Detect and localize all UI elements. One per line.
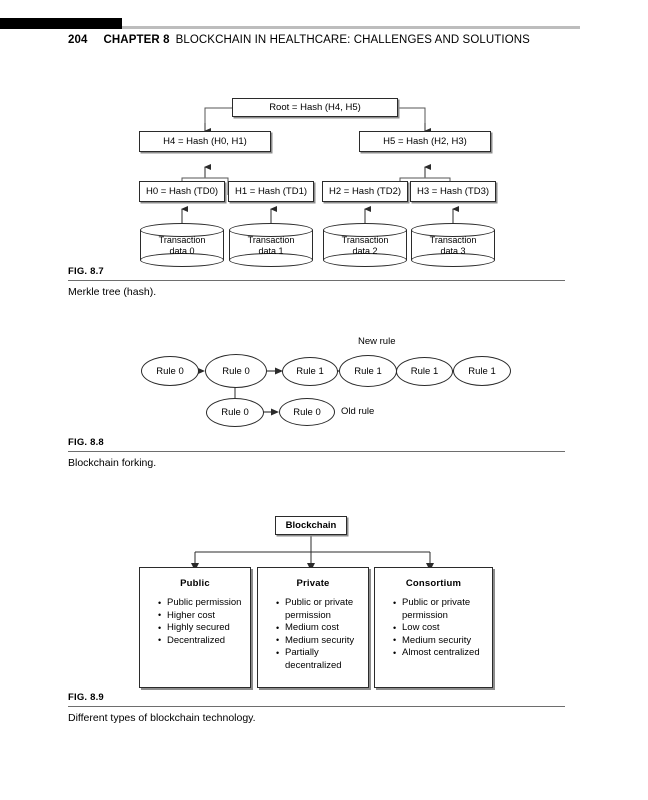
type-card-consortium-title: Consortium xyxy=(405,578,462,589)
cylinder-top-ellipse xyxy=(411,223,495,237)
cylinder-bottom-ellipse xyxy=(411,253,495,267)
transaction-data-cylinder-2: Transaction data 2 xyxy=(323,223,409,267)
list-item: Public or private permission xyxy=(393,596,486,622)
figure-8-8-caption-text: Blockchain forking. xyxy=(68,457,157,469)
merkle-leaf-h1-label: H1 = Hash (TD1) xyxy=(234,186,308,197)
list-item: Medium cost xyxy=(276,622,362,635)
cylinder-label-line2: data 0 xyxy=(169,246,195,256)
transaction-data-cylinder-1: Transaction data 1 xyxy=(229,223,315,267)
fork-main-node-5-label: Rule 1 xyxy=(468,365,496,377)
figure-8-9-caption-rule xyxy=(68,706,565,707)
running-head-black-bar xyxy=(0,18,122,29)
cylinder-bottom-ellipse xyxy=(323,253,407,267)
list-item: Public permission xyxy=(158,597,244,610)
figure-8-9-caption: FIG. 8.9 Different types of blockchain t… xyxy=(68,692,568,725)
cylinder-label-line1: Transaction xyxy=(247,235,295,245)
figure-8-8-artwork: Rule 0 Rule 0 Rule 1 Rule 1 Rule 1 Rule … xyxy=(0,330,648,435)
cylinder-label-line2: data 2 xyxy=(352,246,378,256)
blockchain-root-label: Blockchain xyxy=(285,520,337,531)
merkle-leaf-h0: H0 = Hash (TD0) xyxy=(139,181,225,202)
merkle-leaf-h1: H1 = Hash (TD1) xyxy=(228,181,314,202)
blockchain-root-box: Blockchain xyxy=(275,516,347,535)
fork-main-node-4: Rule 1 xyxy=(396,357,453,386)
figure-8-8-number: FIG. 8.8 xyxy=(68,437,104,448)
figure-8-7-caption-rule xyxy=(68,280,565,281)
merkle-leaf-h3: H3 = Hash (TD3) xyxy=(410,181,496,202)
chapter-title: BLOCKCHAIN IN HEALTHCARE: CHALLENGES AND… xyxy=(175,34,530,46)
list-item: Highly secured xyxy=(158,622,244,635)
type-card-public: Public Public permission Higher cost Hig… xyxy=(139,567,251,688)
type-card-public-title: Public xyxy=(180,578,210,589)
merkle-node-h5-label: H5 = Hash (H2, H3) xyxy=(383,136,467,147)
figure-8-9-number: FIG. 8.9 xyxy=(68,692,104,703)
cylinder-top-ellipse xyxy=(229,223,313,237)
fork-branch-node-1-label: Rule 0 xyxy=(293,406,321,418)
figure-8-7-artwork: Root = Hash (H4, H5) H4 = Hash (H0, H1) … xyxy=(0,85,648,267)
list-item: Public or private permission xyxy=(276,596,362,622)
merkle-node-h4-label: H4 = Hash (H0, H1) xyxy=(163,136,247,147)
list-item: Medium security xyxy=(393,634,486,648)
fork-main-node-1: Rule 0 xyxy=(205,354,267,388)
cylinder-top-ellipse xyxy=(323,223,407,237)
cylinder-bottom-ellipse xyxy=(229,253,313,267)
cylinder-label-line1: Transaction xyxy=(429,235,477,245)
merkle-leaf-h2-label: H2 = Hash (TD2) xyxy=(328,186,402,197)
merkle-node-h4: H4 = Hash (H0, H1) xyxy=(139,131,271,152)
page-number: 204 xyxy=(68,34,88,46)
merkle-leaf-h0-label: H0 = Hash (TD0) xyxy=(145,186,219,197)
type-card-private-list: Public or private permission Medium cost… xyxy=(258,596,368,673)
cylinder-bottom-ellipse xyxy=(140,253,224,267)
new-rule-label: New rule xyxy=(358,336,396,347)
list-item: Partially decentralized xyxy=(276,647,362,672)
running-head-gray-rule xyxy=(122,26,580,29)
cylinder-top-ellipse xyxy=(140,223,224,237)
figure-8-9-caption-text: Different types of blockchain technology… xyxy=(68,712,256,724)
list-item: Medium security xyxy=(276,634,362,648)
fork-main-node-3-label: Rule 1 xyxy=(354,365,382,377)
merkle-node-h5: H5 = Hash (H2, H3) xyxy=(359,131,491,152)
fork-main-node-2: Rule 1 xyxy=(282,357,338,386)
figure-8-8-caption: FIG. 8.8 Blockchain forking. xyxy=(68,437,568,470)
chapter-label: CHAPTER 8 xyxy=(103,34,170,46)
cylinder-label-line2: data 1 xyxy=(258,246,284,256)
fork-branch-node-0-label: Rule 0 xyxy=(221,407,249,418)
figure-8-7-caption-text: Merkle tree (hash). xyxy=(68,286,157,298)
cylinder-label-line1: Transaction xyxy=(158,235,206,245)
figure-8-7-number: FIG. 8.7 xyxy=(68,266,104,277)
merkle-root-label: Root = Hash (H4, H5) xyxy=(269,102,361,113)
fork-main-node-4-label: Rule 1 xyxy=(410,366,439,377)
type-card-consortium: Consortium Public or private permission … xyxy=(374,567,493,688)
fork-main-node-0: Rule 0 xyxy=(141,356,199,386)
type-card-private-title: Private xyxy=(296,578,330,589)
fork-branch-node-1: Rule 0 xyxy=(279,398,335,426)
figure-8-8-caption-rule xyxy=(68,451,565,452)
type-card-private: Private Public or private permission Med… xyxy=(257,567,369,688)
fork-branch-node-0: Rule 0 xyxy=(206,398,264,427)
figure-8-7-caption: FIG. 8.7 Merkle tree (hash). xyxy=(68,266,568,299)
type-card-consortium-list: Public or private permission Low cost Me… xyxy=(375,596,492,660)
fork-main-node-5: Rule 1 xyxy=(453,356,511,386)
fork-main-node-1-label: Rule 0 xyxy=(222,365,250,377)
fork-main-node-3: Rule 1 xyxy=(339,355,397,387)
list-item: Decentralized xyxy=(158,634,244,648)
type-card-public-list: Public permission Higher cost Highly sec… xyxy=(140,597,250,647)
list-item: Higher cost xyxy=(158,609,244,623)
merkle-leaf-h3-label: H3 = Hash (TD3) xyxy=(416,186,490,197)
fork-main-node-0-label: Rule 0 xyxy=(156,365,184,377)
cylinder-label-line1: Transaction xyxy=(341,235,389,245)
cylinder-label-line2: data 3 xyxy=(440,246,466,256)
merkle-leaf-h2: H2 = Hash (TD2) xyxy=(322,181,408,202)
fork-main-node-2-label: Rule 1 xyxy=(296,366,324,377)
merkle-root-box: Root = Hash (H4, H5) xyxy=(232,98,398,117)
transaction-data-cylinder-3: Transaction data 3 xyxy=(411,223,497,267)
list-item: Almost centralized xyxy=(393,647,486,660)
figure-8-9-artwork: Blockchain Public Public permission High… xyxy=(0,505,648,690)
old-rule-label: Old rule xyxy=(341,406,375,417)
transaction-data-cylinder-0: Transaction data 0 xyxy=(140,223,226,267)
running-head: 204 CHAPTER 8 BLOCKCHAIN IN HEALTHCARE: CH… xyxy=(68,34,530,46)
list-item: Low cost xyxy=(393,622,486,635)
